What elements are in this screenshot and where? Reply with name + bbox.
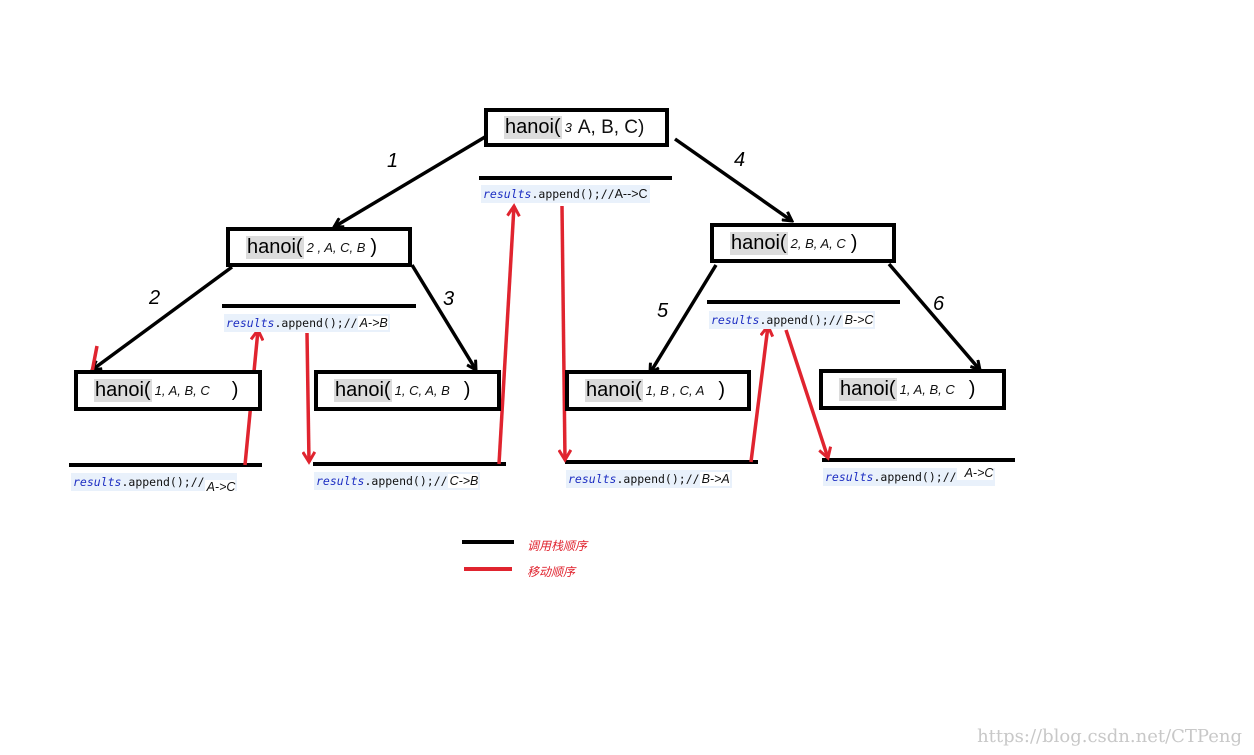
- move-arrow-root-to-rl: [562, 205, 565, 460]
- code-line-left: results.append();//A->B: [224, 314, 390, 332]
- node-left: hanoi(2 , A, C, B): [226, 227, 412, 267]
- separator-lines: [69, 176, 1015, 467]
- call-arrows: [92, 135, 980, 373]
- step-label-6: 6: [933, 293, 945, 315]
- node-args: 1, C, A, B: [391, 383, 462, 398]
- node-root: hanoi(3 A, B, C): [484, 108, 669, 147]
- node-leaf-lr: hanoi(1, C, A, B): [314, 370, 501, 411]
- node-close-paren: ): [718, 379, 726, 401]
- move-arrow-right-to-rr: [784, 329, 828, 458]
- node-args: 2 , A, C, B: [303, 239, 369, 255]
- node-args-rest: A, B, C): [574, 116, 648, 139]
- code-comment: B->A: [699, 472, 730, 486]
- node-args: 1, B , C, A: [642, 383, 717, 398]
- node-fn: hanoi(: [730, 231, 788, 255]
- node-args: 1, A, B, C: [896, 382, 967, 397]
- move-arrow-left-to-lr: [307, 332, 309, 462]
- code-call: .append();//: [364, 474, 448, 488]
- node-fn: hanoi(: [839, 378, 897, 401]
- move-arrow-rl-to-right: [749, 326, 768, 463]
- node-args: 3: [561, 120, 575, 135]
- watermark: https://blog.csdn.net/CTPeng: [977, 726, 1242, 747]
- node-args: 1, A, B, C: [151, 383, 230, 398]
- call-arrow-5: [650, 264, 718, 373]
- node-args: 2, B, A, C: [787, 235, 849, 251]
- code-call: .append();//: [759, 313, 843, 327]
- node-close-paren: ): [463, 379, 471, 401]
- step-label-4: 4: [734, 149, 746, 171]
- code-line-root: results.append();//A-->C: [481, 185, 650, 203]
- step-label-5: 5: [657, 300, 669, 322]
- call-arrow-3: [410, 264, 476, 370]
- node-close-paren: ): [850, 231, 858, 254]
- node-leaf-rr: hanoi(1, A, B, C): [819, 369, 1006, 410]
- step-label-2: 2: [149, 287, 161, 309]
- code-var: results: [825, 470, 874, 484]
- code-line-leaf-rl: results.append();//B->A: [566, 470, 732, 488]
- code-var: results: [226, 316, 275, 330]
- code-comment: C->B: [447, 474, 479, 488]
- node-leaf-ll: hanoi(1, A, B, C): [74, 370, 262, 411]
- move-arrow-leaf-ll-tick: [90, 345, 99, 373]
- code-comment: A->C: [204, 480, 236, 494]
- code-line-leaf-ll: results.append();//A->C: [71, 473, 238, 494]
- code-var: results: [483, 187, 532, 201]
- node-right: hanoi(2, B, A, C): [710, 223, 896, 263]
- node-fn: hanoi(: [246, 235, 304, 259]
- code-line-leaf-rr: results.append();//A->C: [823, 466, 996, 486]
- code-var: results: [73, 475, 122, 489]
- call-arrow-2: [92, 265, 234, 370]
- node-fn: hanoi(: [334, 379, 392, 402]
- code-var: results: [568, 472, 617, 486]
- node-close-paren: ): [968, 378, 976, 400]
- step-label-3: 3: [443, 288, 455, 310]
- node-fn: hanoi(: [94, 379, 152, 402]
- call-arrow-6: [887, 262, 980, 370]
- node-close-paren: ): [231, 379, 239, 401]
- node-leaf-rl: hanoi(1, B , C, A): [565, 370, 751, 411]
- step-label-1: 1: [387, 150, 399, 172]
- code-comment: B->C: [842, 313, 874, 327]
- call-arrow-4: [673, 137, 792, 221]
- code-var: results: [316, 474, 365, 488]
- code-call: .append();//: [274, 316, 358, 330]
- code-var: results: [711, 313, 760, 327]
- move-arrow-lr-to-root: [497, 206, 514, 465]
- legend-swatches: [462, 540, 514, 571]
- code-line-leaf-lr: results.append();//C->B: [314, 472, 481, 490]
- move-arrows: [90, 205, 828, 466]
- code-comment: A-->C: [614, 187, 648, 201]
- call-arrow-1: [334, 135, 486, 227]
- legend-label-call-order: 调用栈顺序: [527, 539, 588, 553]
- node-fn: hanoi(: [585, 379, 643, 402]
- legend-label-move-order: 移动顺序: [527, 565, 576, 579]
- node-close-paren: ): [370, 235, 378, 258]
- code-call: .append();//: [873, 470, 957, 484]
- code-comment: A->B: [357, 316, 388, 330]
- node-fn: hanoi(: [504, 116, 562, 139]
- code-comment: A->C: [956, 466, 994, 480]
- code-line-right: results.append();//B->C: [709, 311, 876, 329]
- code-call: .append();//: [531, 187, 615, 201]
- code-call: .append();//: [616, 472, 700, 486]
- code-call: .append();//: [121, 475, 205, 489]
